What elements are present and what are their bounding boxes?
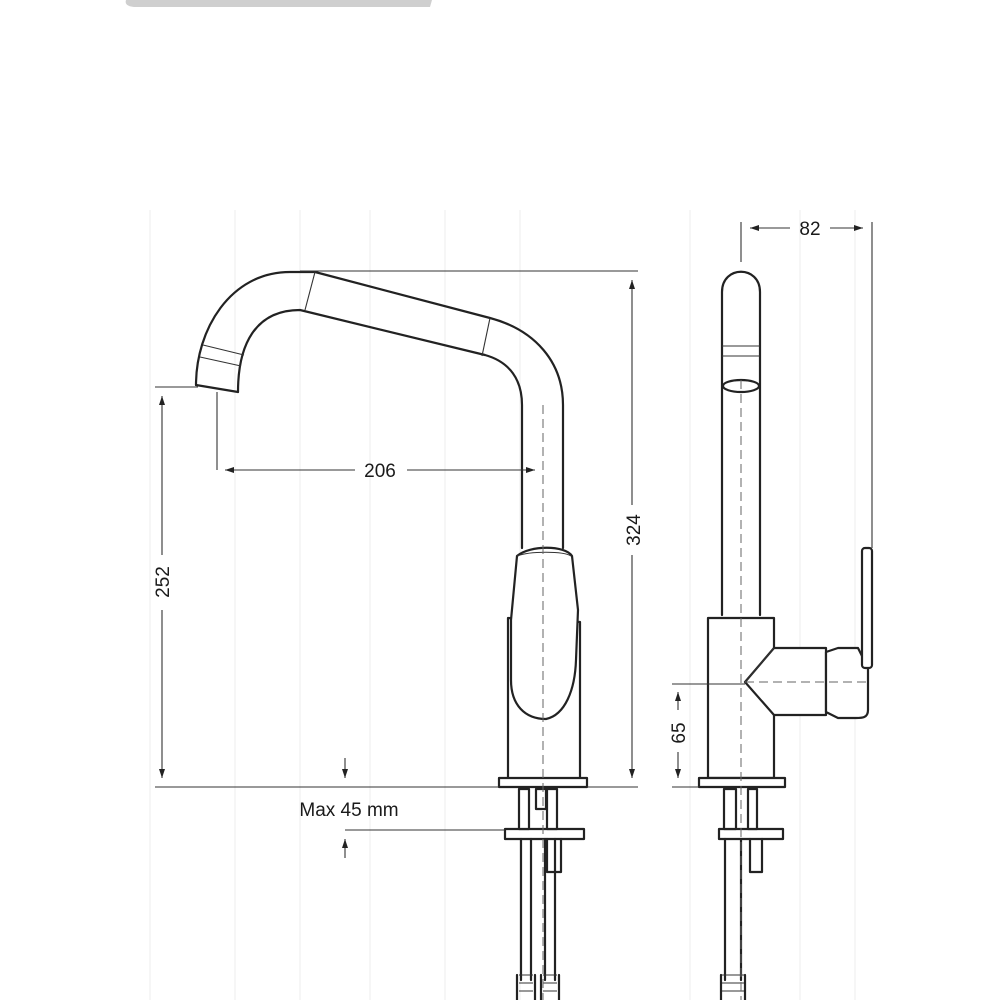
dim-label-max-45mm: Max 45 mm: [299, 800, 398, 821]
dim-label-65: 65: [669, 722, 690, 743]
dimension-324: 324: [300, 270, 645, 788]
dim-label-82: 82: [799, 219, 820, 240]
cropped-logo: [125, 0, 433, 7]
dim-label-324: 324: [624, 514, 645, 546]
dimension-max-45mm: Max 45 mm: [299, 758, 505, 858]
front-view-faucet: [194, 270, 589, 1000]
dimension-252: 252: [153, 386, 499, 788]
side-view-faucet: [697, 270, 874, 1000]
dim-label-206: 206: [364, 461, 396, 482]
dimension-206: 206: [216, 392, 535, 482]
dim-label-252: 252: [153, 566, 174, 598]
dimension-82: 82: [740, 219, 873, 548]
dimension-65: 65: [669, 683, 745, 788]
